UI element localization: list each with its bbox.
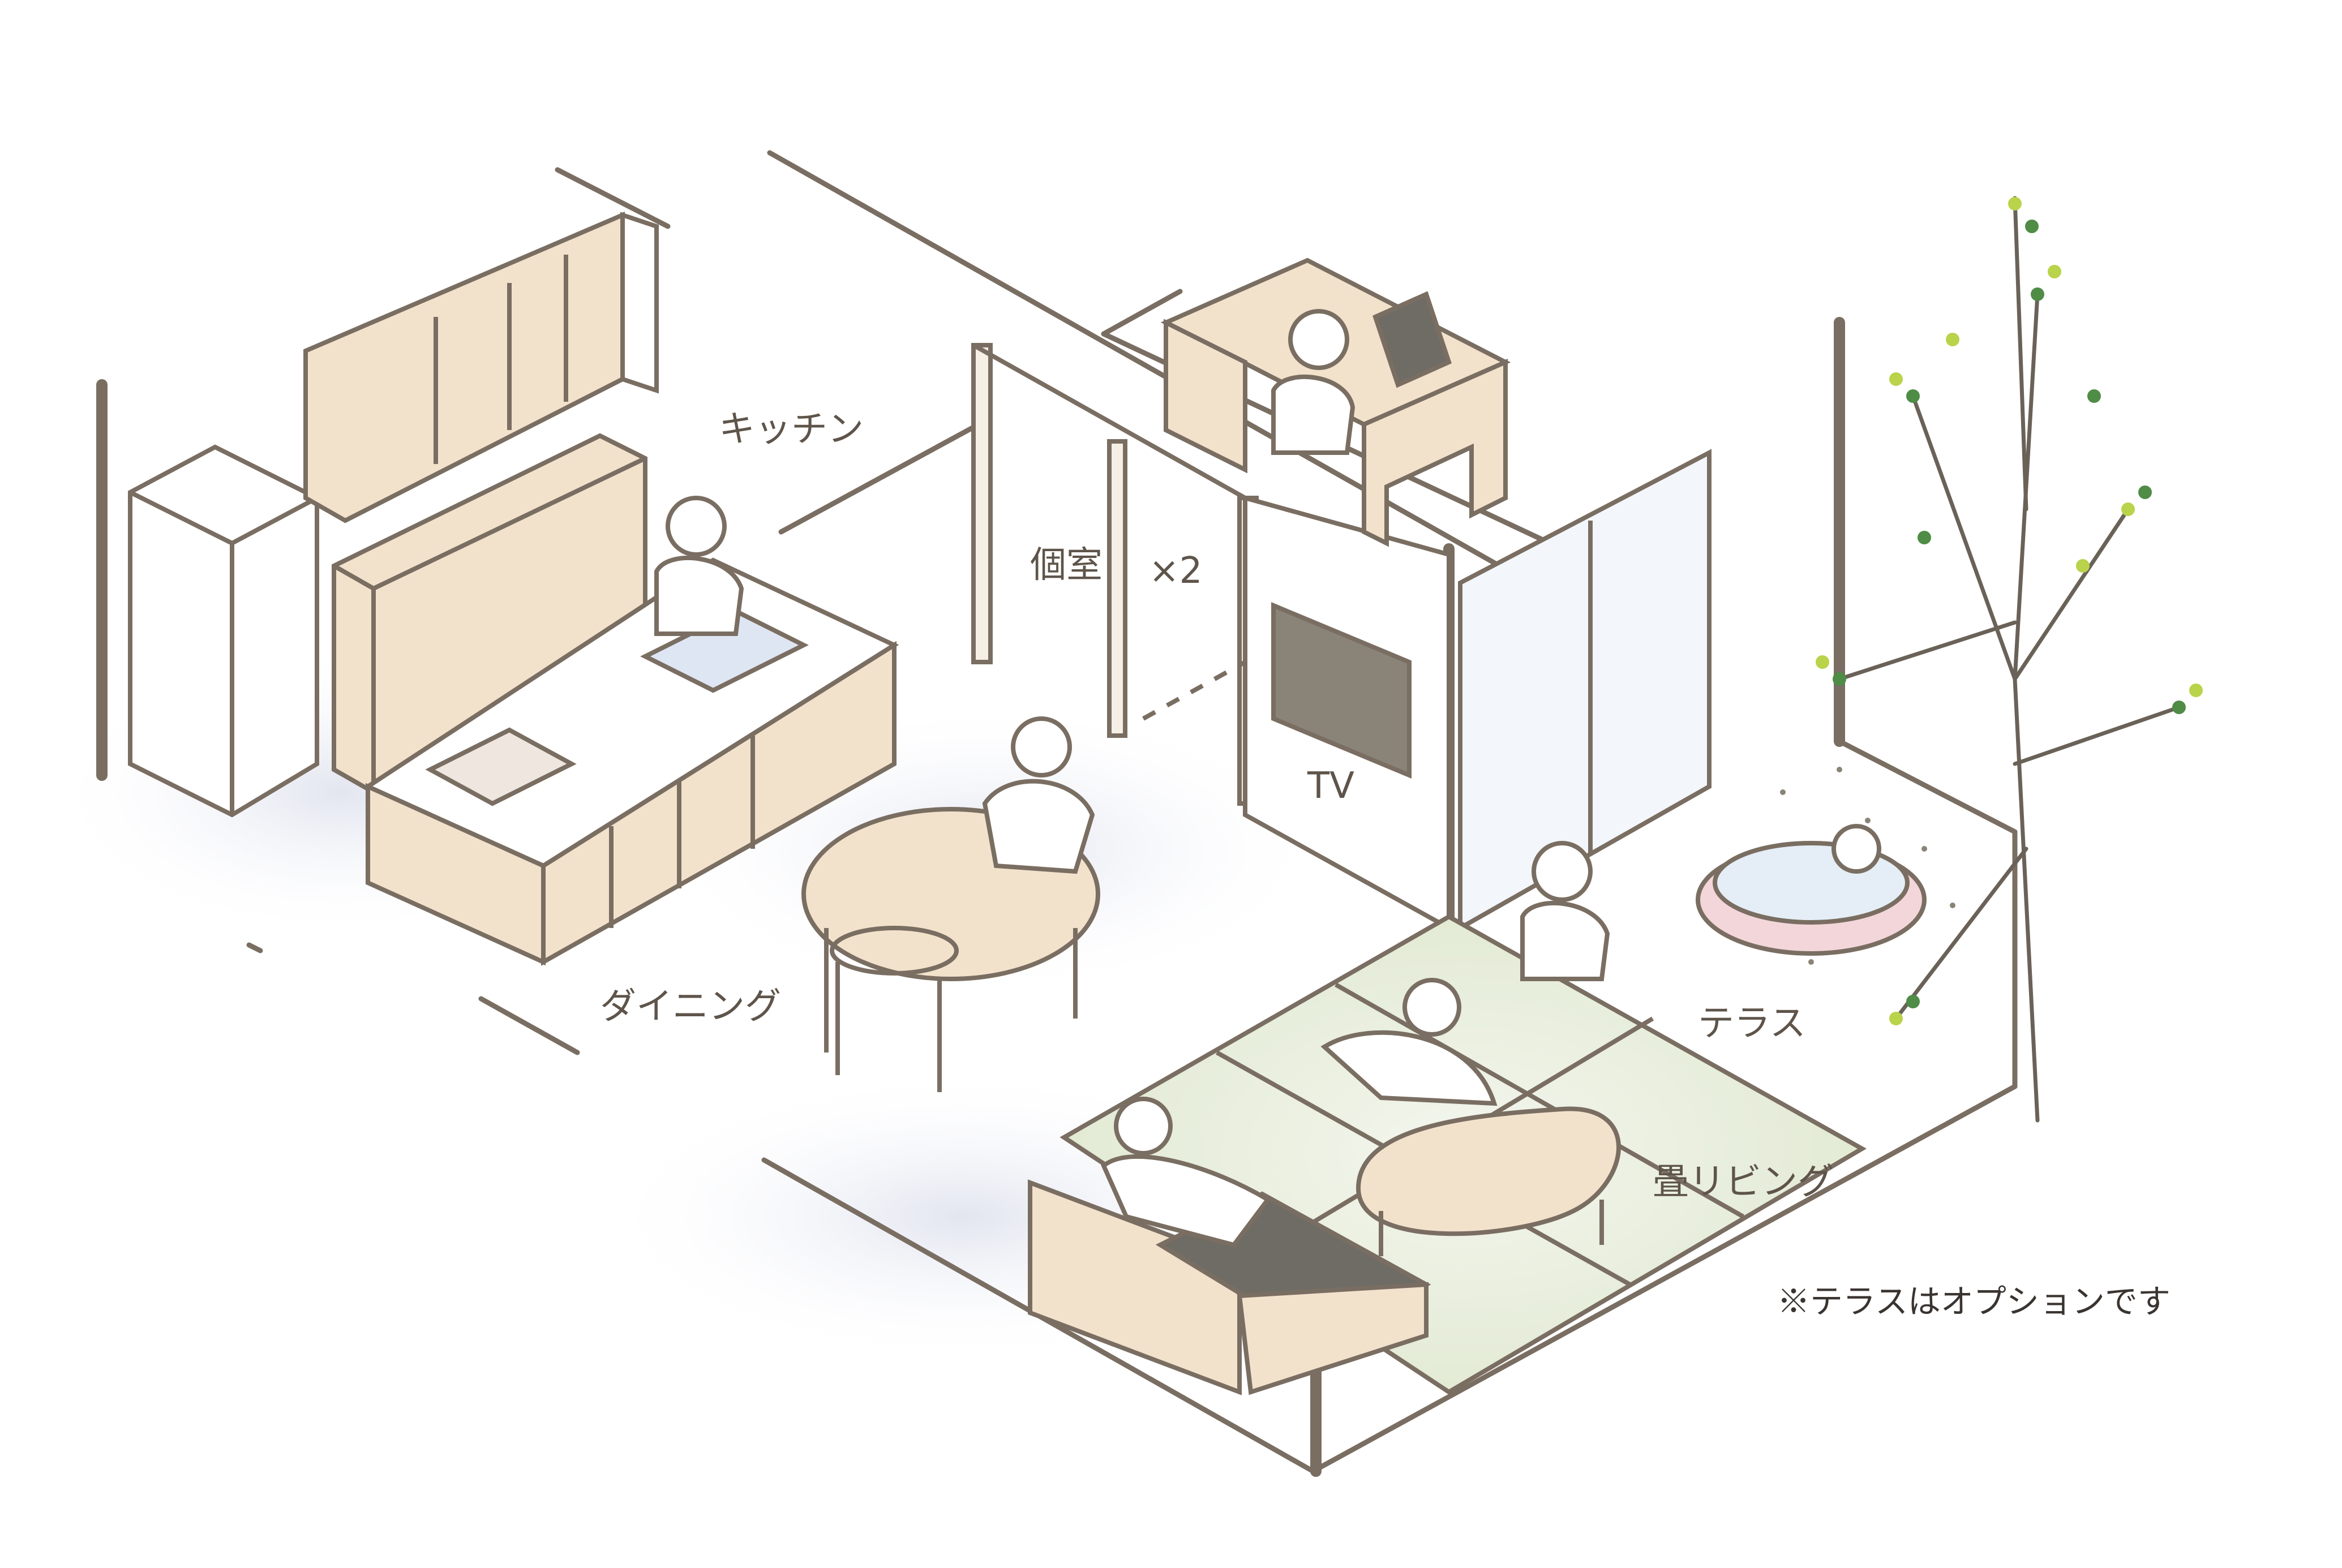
tree-leaves — [1816, 197, 2203, 1025]
note-terrace-option: ※テラスはオプションです — [1777, 1282, 2171, 1321]
person-icon — [1101, 1097, 1271, 1248]
label-tatami-living: 畳リビング — [1653, 1161, 1834, 1203]
person-icon — [1831, 824, 1881, 874]
tv-wall — [1243, 495, 1451, 932]
tv-icon — [1271, 602, 1412, 779]
upper-cabinets — [303, 211, 659, 523]
person-icon — [1520, 841, 1610, 981]
closet-glass — [1458, 449, 1712, 932]
low-table — [1356, 1106, 1621, 1256]
label-private-room: 個室 — [1030, 544, 1103, 586]
tree-icon — [1816, 196, 2203, 1123]
pool-icon — [1696, 841, 1927, 956]
label-kitchen: キッチン — [719, 409, 864, 450]
person-icon — [982, 716, 1095, 874]
label-private-room-count: ×2 — [1149, 550, 1202, 592]
person-icon — [654, 496, 744, 636]
label-terrace: テラス — [1698, 1003, 1806, 1045]
people — [654, 309, 1881, 1248]
laptop-icon — [1372, 291, 1452, 388]
room-labels: キッチン 個室 ×2 TV ダイニング テラス 畳リビング ※テラスはオプション… — [600, 409, 2171, 1321]
refrigerator — [128, 444, 319, 818]
label-dining: ダイニング — [600, 986, 781, 1028]
person-icon — [1320, 978, 1498, 1106]
kitchen-island — [363, 557, 899, 966]
person-icon — [1271, 309, 1356, 455]
label-tv: TV — [1307, 765, 1354, 807]
